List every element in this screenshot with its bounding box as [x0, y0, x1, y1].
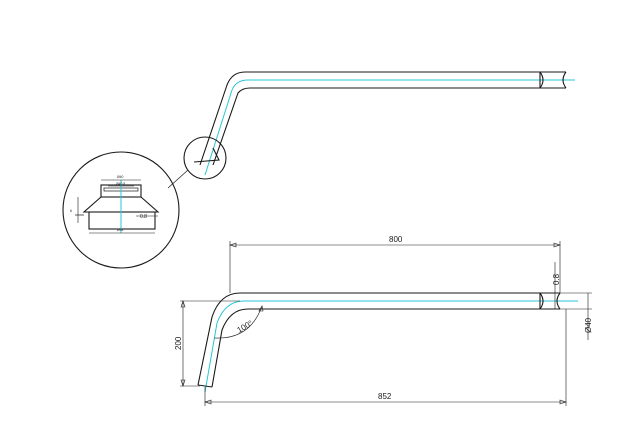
top-pipe-inner-edge [212, 87, 566, 166]
bottom-pipe-centerline [204, 300, 578, 393]
detail-label-height: 6 [70, 209, 72, 213]
dim-200-arrow-top [180, 300, 186, 308]
dim-800-label: 800 [389, 235, 403, 244]
top-pipe-view [193, 71, 575, 176]
top-pipe-end-cut [562, 71, 567, 89]
detail-label-top: Ø40 [117, 175, 124, 179]
dim-angle-label: 100° [236, 319, 255, 335]
bottom-pipe-end-curve-b [556, 292, 561, 310]
top-pipe-bottom-cut [193, 147, 220, 163]
dim-852: 852 [204, 309, 567, 406]
top-pipe-outer-edge [199, 71, 566, 166]
dim-wall-label: 0.8 [552, 273, 561, 285]
bottom-pipe-view [197, 292, 578, 393]
bottom-pipe-inner-edge [211, 308, 560, 388]
dim-angle-arrow [258, 305, 264, 312]
detail-view-circle [62, 151, 180, 269]
dim-angle-arc [213, 305, 263, 339]
detail-bottom-body [88, 211, 156, 230]
bottom-pipe-end-curve-a [539, 292, 544, 310]
dim-200: 200 [174, 300, 240, 387]
top-pipe-centerline [204, 79, 575, 176]
dim-diameter: Ø40 [560, 292, 593, 340]
dim-wall: 0.8 [552, 262, 561, 309]
dim-800-arrow-right [553, 242, 561, 248]
bottom-pipe-outer-edge [197, 292, 560, 386]
top-pipe-end-curve [539, 71, 544, 89]
bottom-pipe-bottom-end [197, 384, 213, 388]
dim-200-label: 200 [174, 336, 183, 350]
detail-label-inner: Ø40.8 [116, 182, 125, 186]
dim-diameter-label: Ø40 [584, 317, 593, 333]
dim-852-arrow-left [204, 399, 212, 405]
dim-800-arrow-left [229, 242, 237, 248]
detail-label-wall: 0.8 [140, 214, 147, 220]
detail-marker-circle [183, 136, 227, 180]
detail-leader-line [167, 169, 189, 189]
dim-852-label: 852 [378, 392, 392, 401]
dim-800: 800 [229, 235, 561, 293]
dim-852-arrow-right [559, 399, 567, 405]
detail-label-bottom: Ø44 [117, 228, 124, 232]
dim-200-arrow-bottom [180, 379, 186, 387]
detail-view: Ø40 Ø40.8 6 0.8 Ø44 [62, 151, 180, 269]
